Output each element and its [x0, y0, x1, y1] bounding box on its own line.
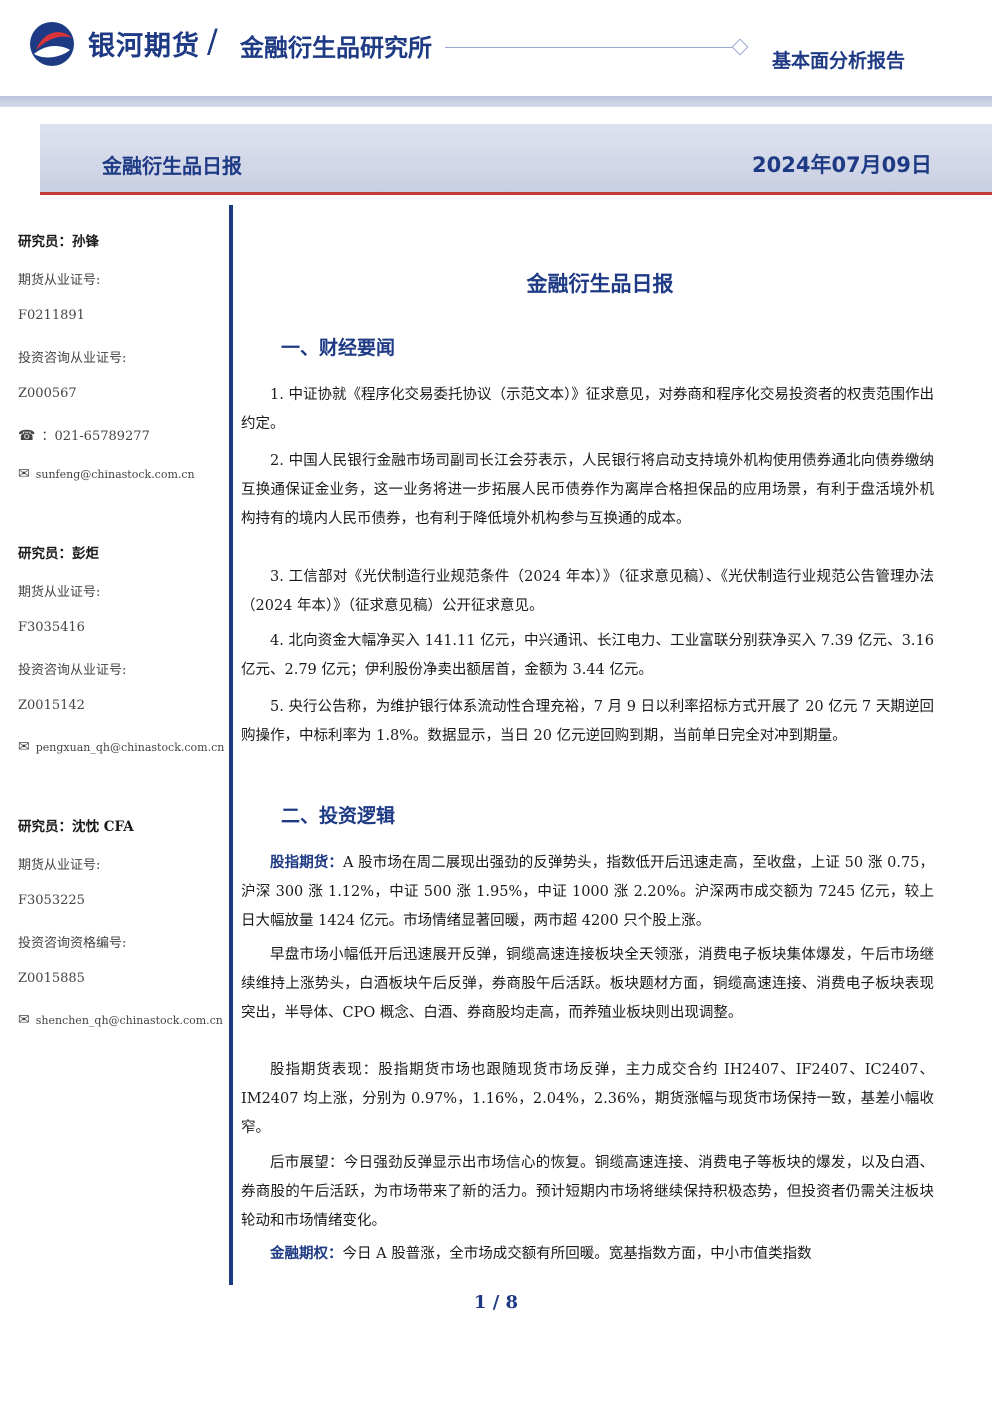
futures-license-id: F3053225	[18, 893, 85, 908]
email-address[interactable]: pengxuan_qh@chinastock.com.cn	[35, 741, 225, 754]
report-type: 基本面分析报告	[772, 50, 906, 72]
news-item: 4. 北向资金大幅净买入 141.11 亿元，中兴通讯、长江电力、工业富联分别获…	[241, 633, 934, 678]
invest-license-id: Z0015142	[18, 698, 85, 713]
title-banner	[40, 124, 992, 195]
section-heading-news: 一、财经要闻	[281, 337, 396, 359]
news-item: 1. 中证协就《程序化交易委托协议（示范文本）》征求意见，对券商和程序化交易投资…	[241, 387, 934, 432]
galaxy-logo-icon	[30, 22, 74, 66]
futures-license-id: F0211891	[18, 308, 85, 323]
futures-license-id: F3035416	[18, 620, 85, 635]
analyst-name: 研究员：孙锋	[18, 234, 99, 250]
email-icon: ✉	[18, 739, 30, 755]
invest-license-id: Z0015885	[18, 971, 85, 986]
logic-paragraph-options: 金融期权：今日 A 股普涨，全市场成交额有所回暖。宽基指数方面，中小市值类指数	[241, 1239, 934, 1269]
phone-line: ☎ ：021-65789277	[18, 425, 150, 444]
futures-license-label: 期货从业证号:	[18, 273, 101, 288]
paragraph-lead: 股指期货：	[270, 854, 343, 871]
header-decor-line	[445, 47, 735, 48]
phone-number: 021-65789277	[54, 429, 150, 444]
email-line: ✉ pengxuan_qh@chinastock.com.cn	[18, 739, 224, 755]
futures-license-label: 期货从业证号:	[18, 858, 101, 873]
analyst-name: 研究员：彭炬	[18, 546, 99, 562]
futures-license-label: 期货从业证号:	[18, 585, 101, 600]
invest-license-label: 投资咨询从业证号:	[18, 663, 127, 678]
email-icon: ✉	[18, 1012, 30, 1028]
institute-name: 金融衍生品研究所	[240, 34, 432, 62]
paragraph-lead: 金融期权：	[270, 1245, 343, 1262]
page-number: 1 / 8	[473, 1292, 519, 1313]
brand-separator: /	[207, 22, 218, 60]
news-item: 3. 工信部对《光伏制造行业规范条件（2024 年本）》（征求意见稿）、《光伏制…	[241, 569, 934, 614]
report-title: 金融衍生品日报	[526, 272, 674, 296]
logic-paragraph: 早盘市场小幅低开后迅速展开反弹，铜缆高速连接板块全天领涨，消费电子板块集体爆发，…	[241, 947, 934, 1021]
email-address[interactable]: shenchen_qh@chinastock.com.cn	[35, 1014, 223, 1027]
email-address[interactable]: sunfeng@chinastock.com.cn	[35, 468, 195, 481]
invest-license-label: 投资咨询资格编号:	[18, 936, 127, 951]
paragraph-body: A 股市场在周二展现出强劲的反弹势头，指数低开后迅速走高，至收盘，上证 50 涨…	[241, 855, 935, 929]
header-band	[0, 96, 992, 107]
news-item: 5. 央行公告称，为维护银行体系流动性合理充裕，7 月 9 日以利率招标方式开展…	[241, 699, 934, 744]
email-line: ✉ shenchen_qh@chinastock.com.cn	[18, 1012, 223, 1028]
invest-license-label: 投资咨询从业证号:	[18, 351, 127, 366]
brand-name: 银河期货	[88, 31, 200, 62]
paragraph-body: 今日 A 股普涨，全市场成交额有所回暖。宽基指数方面，中小市值类指数	[342, 1246, 812, 1262]
phone-icon: ☎	[18, 428, 36, 444]
email-icon: ✉	[18, 466, 30, 482]
invest-license-id: Z000567	[18, 386, 77, 401]
sidebar-divider	[229, 205, 233, 1285]
logic-paragraph: 后市展望：今日强劲反弹显示出市场信心的恢复。铜缆高速连接、消费电子等板块的爆发，…	[241, 1155, 934, 1229]
report-date: 2024年07月09日	[752, 153, 932, 177]
banner-title: 金融衍生品日报	[102, 154, 242, 178]
analyst-name: 研究员：沈忱 CFA	[18, 819, 134, 835]
logic-paragraph-index-futures: 股指期货：A 股市场在周二展现出强劲的反弹势头，指数低开后迅速走高，至收盘，上证…	[241, 848, 934, 936]
section-heading-logic: 二、投资逻辑	[281, 805, 396, 827]
logic-paragraph: 股指期货表现：股指期货市场也跟随现货市场反弹，主力成交合约 IH2407、IF2…	[241, 1062, 934, 1136]
phone-suffix: ：	[41, 429, 55, 444]
email-line: ✉ sunfeng@chinastock.com.cn	[18, 466, 195, 482]
news-item: 2. 中国人民银行金融市场司副司长江会芬表示，人民银行将启动支持境外机构使用债券…	[241, 453, 934, 527]
diamond-icon	[731, 38, 749, 56]
